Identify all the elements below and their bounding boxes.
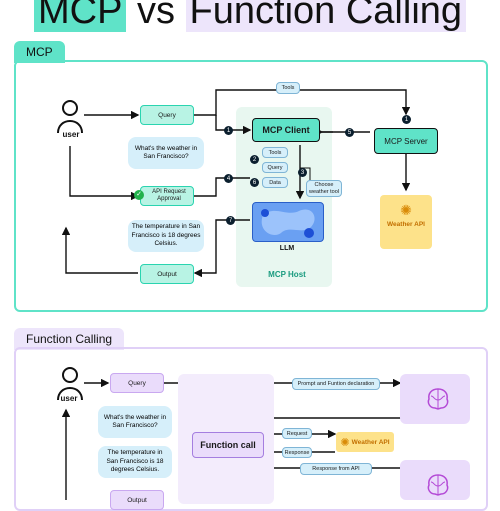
fc-sun-icon: ✺ bbox=[340, 436, 350, 449]
tools-box: Tools bbox=[262, 147, 288, 158]
step-3: 3 bbox=[298, 168, 307, 177]
title-vs: vs bbox=[136, 0, 175, 32]
choose-tool-box: Choose weather tool bbox=[306, 180, 342, 197]
step-1: 1 bbox=[402, 115, 411, 124]
fc-user-label: user bbox=[60, 394, 78, 403]
fc-weather-api-box: ✺ Weather API bbox=[336, 432, 394, 452]
fc-answer-bubble: The temperature in San Francisco is 18 d… bbox=[98, 446, 172, 478]
fc-query-box: Query bbox=[110, 373, 164, 393]
mcp-section-tab: MCP bbox=[14, 41, 65, 63]
response-box: Response bbox=[282, 447, 312, 458]
fc-section-tab: Function Calling bbox=[14, 328, 125, 350]
sun-icon: ✺ bbox=[400, 202, 412, 218]
brain-icon-bottom bbox=[425, 472, 451, 498]
approval-box: API Request Approval bbox=[140, 186, 194, 206]
title-mcp: MCP bbox=[33, 0, 127, 32]
user-label: user bbox=[62, 130, 80, 139]
weather-api-label: Weather API bbox=[387, 221, 425, 228]
page-title: MCP vs Function Calling bbox=[0, 0, 500, 33]
fc-weather-api-label: Weather API bbox=[351, 438, 390, 446]
step-2: 2 bbox=[250, 155, 259, 164]
question-bubble: What's the weather in San Francisco? bbox=[128, 137, 204, 169]
brain-icon-top bbox=[425, 386, 451, 412]
data-box: Data bbox=[262, 177, 288, 188]
answer-bubble: The temperature in San Francisco is 18 d… bbox=[128, 220, 204, 252]
llm-icon bbox=[252, 202, 324, 242]
mcp-client-box: MCP Client bbox=[252, 118, 320, 142]
prompt-box: Prompt and Funtion declaration bbox=[292, 378, 380, 390]
request-box: Request bbox=[282, 428, 312, 439]
step-7: 7 bbox=[226, 216, 235, 225]
step-4: 4 bbox=[224, 174, 233, 183]
title-function-calling: Function Calling bbox=[185, 0, 467, 32]
output-box: Output bbox=[140, 264, 194, 284]
response-from-api-box: Response from API bbox=[300, 463, 372, 475]
mcp-host-label: MCP Host bbox=[268, 270, 306, 279]
fc-user-icon bbox=[56, 366, 84, 401]
mcp-server-box: MCP Server bbox=[374, 128, 438, 154]
mcp-panel bbox=[14, 60, 488, 312]
fc-question-bubble: What's the weather in San Francisco? bbox=[98, 406, 172, 438]
llm-label: LLM bbox=[279, 245, 295, 252]
fc-output-box: Output bbox=[110, 490, 164, 510]
check-icon: ✓ bbox=[134, 190, 144, 200]
weather-api-box: ✺ Weather API bbox=[380, 195, 432, 249]
query-box: Query bbox=[140, 105, 194, 125]
function-call-box: Function call bbox=[192, 432, 264, 458]
step-5: 5 bbox=[345, 128, 354, 137]
step-6: 6 bbox=[250, 178, 259, 187]
step-1b: 1 bbox=[224, 126, 233, 135]
query-small-box: Query bbox=[262, 162, 288, 173]
tools-top-box: Tools bbox=[276, 82, 300, 94]
user-icon bbox=[56, 99, 84, 134]
